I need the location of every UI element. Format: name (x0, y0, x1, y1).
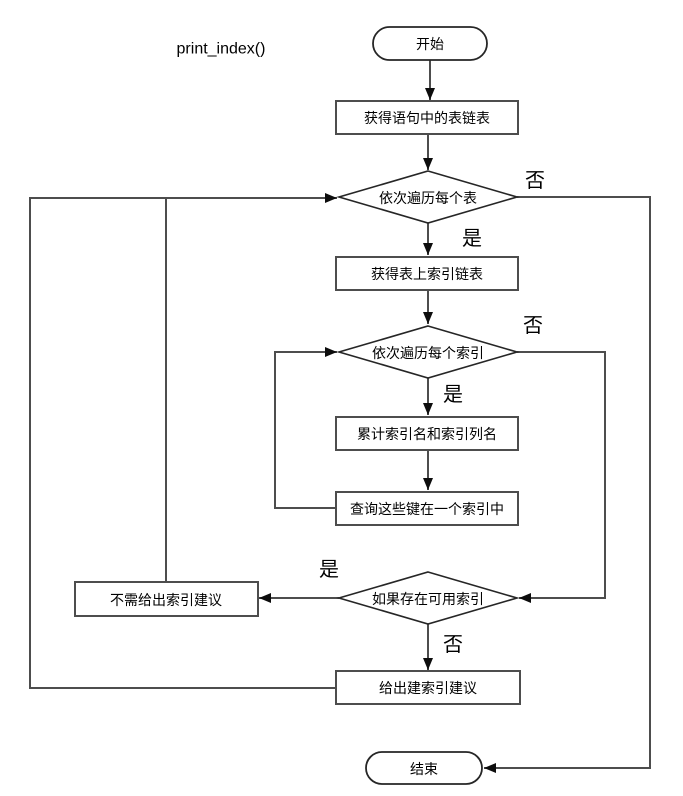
edge-loop-tables-no-to-end (484, 196, 651, 773)
node-accumulate-label: 累计索引名和索引列名 (357, 426, 497, 442)
node-query-keys-process: 查询这些键在一个索引中 (335, 491, 519, 526)
node-loop-tables-decision: 依次遍历每个表 (336, 170, 520, 224)
edge-loop-indexes-no-to-check (517, 351, 606, 603)
label-loop-tables-yes: 是 (462, 228, 482, 250)
loop-tables-shape (336, 170, 520, 224)
node-give-advice-label: 给出建索引建议 (379, 680, 477, 696)
accumulate-shape (335, 416, 519, 451)
label-check-index-no: 否 (443, 634, 463, 656)
get-indexes-shape (335, 256, 519, 291)
node-end-label: 结束 (410, 761, 438, 777)
node-no-advice-process: 不需给出索引建议 (74, 581, 259, 617)
node-loop-indexes-label: 依次遍历每个索引 (372, 345, 484, 361)
node-loop-indexes-decision: 依次遍历每个索引 (336, 325, 520, 379)
node-accumulate-process: 累计索引名和索引列名 (335, 416, 519, 451)
label-check-index-yes: 是 (319, 559, 339, 581)
node-check-index-decision: 如果存在可用索引 (336, 571, 520, 625)
label-loop-indexes-yes: 是 (443, 384, 463, 406)
no-advice-shape (74, 581, 259, 617)
label-loop-indexes-no: 否 (523, 315, 543, 337)
node-get-tables-label: 获得语句中的表链表 (364, 110, 490, 126)
node-get-tables-process: 获得语句中的表链表 (335, 100, 519, 135)
get-tables-shape (335, 100, 519, 135)
node-no-advice-label: 不需给出索引建议 (110, 592, 222, 608)
edge-give-advice-loop-back (29, 193, 337, 689)
start-terminator-shape (372, 26, 488, 61)
check-index-shape (336, 571, 520, 625)
node-get-indexes-label: 获得表上索引链表 (371, 266, 483, 282)
node-get-indexes-process: 获得表上索引链表 (335, 256, 519, 291)
give-advice-shape (335, 670, 521, 705)
node-start-label: 开始 (416, 36, 444, 52)
query-keys-shape (335, 491, 519, 526)
node-query-keys-label: 查询这些键在一个索引中 (350, 501, 504, 517)
node-end-terminator: 结束 (365, 751, 483, 785)
node-give-advice-process: 给出建索引建议 (335, 670, 521, 705)
node-start-terminator: 开始 (372, 26, 488, 61)
end-terminator-shape (365, 751, 483, 785)
node-loop-tables-label: 依次遍历每个表 (379, 190, 477, 206)
edge-query-loop-back (274, 347, 337, 509)
loop-indexes-shape (336, 325, 520, 379)
node-check-index-label: 如果存在可用索引 (372, 591, 484, 607)
label-loop-tables-no: 否 (525, 170, 545, 192)
function-title-label: print_index() (177, 41, 266, 58)
